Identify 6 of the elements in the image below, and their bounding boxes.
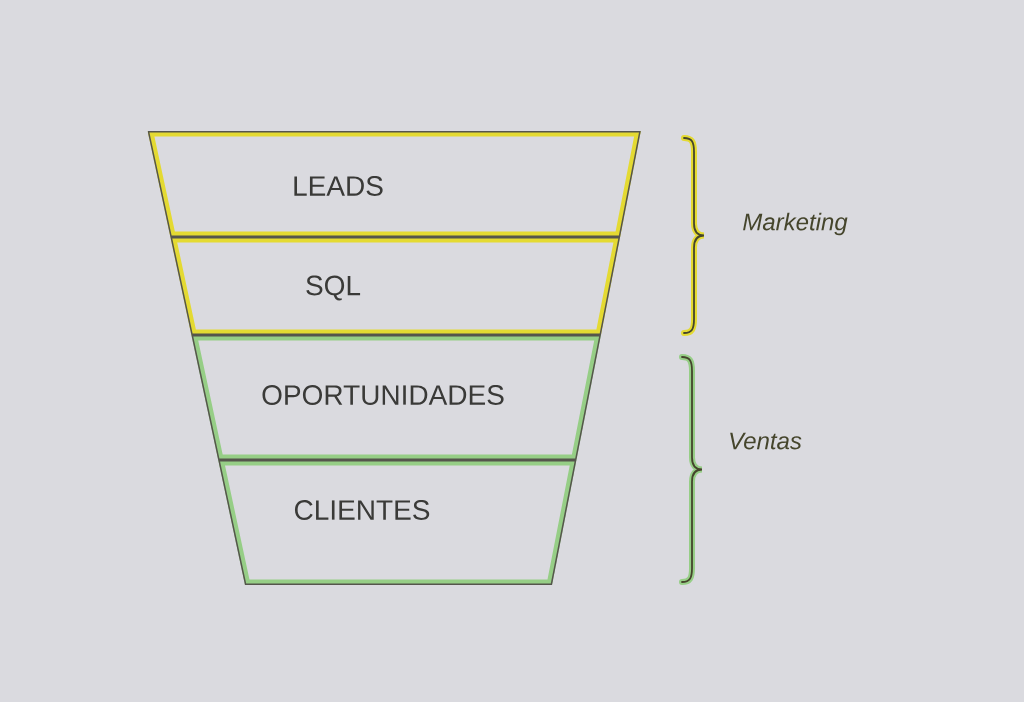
- funnel-band: CLIENTES: [218, 460, 577, 585]
- group-label: Ventas: [730, 432, 802, 450]
- funnel-band: LEADS: [147, 131, 641, 237]
- funnel-band: SQL: [170, 237, 621, 335]
- group-label: Marketing: [743, 212, 848, 236]
- funnel-band: OPORTUNIDADES: [191, 335, 601, 460]
